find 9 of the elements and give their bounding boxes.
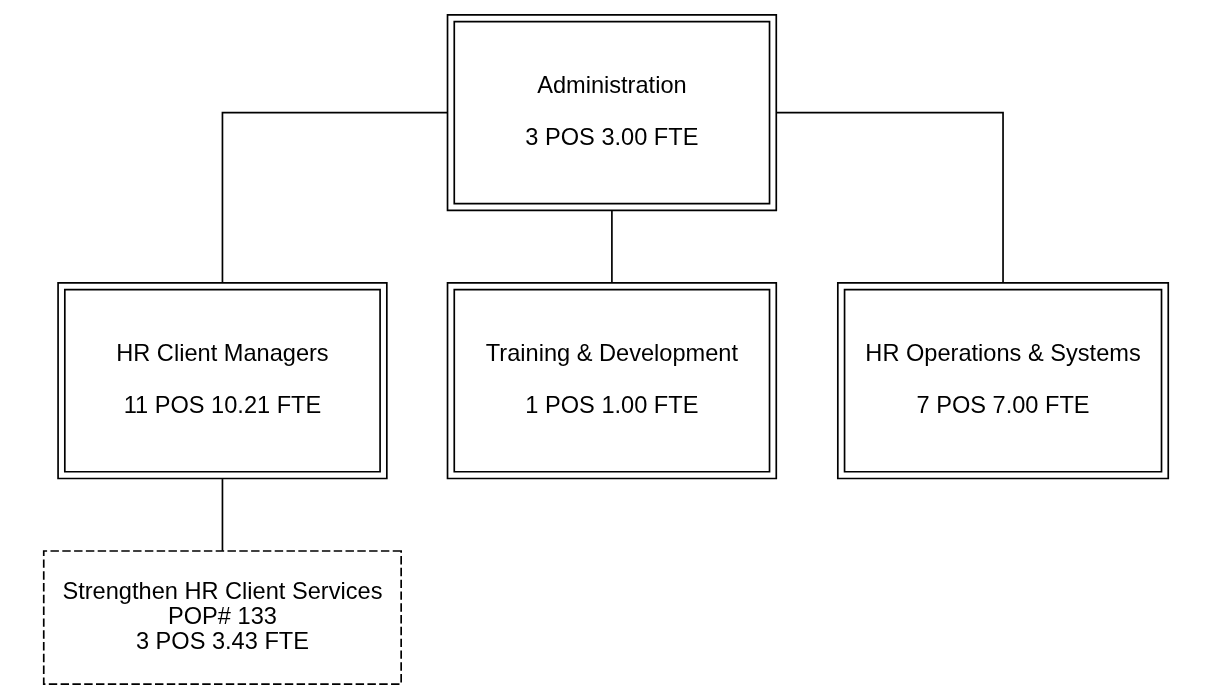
connector bbox=[775, 111, 1004, 284]
connector bbox=[221, 111, 448, 284]
node-box: Training & Development 1 POS 1.00 FTE bbox=[446, 282, 777, 480]
connector bbox=[221, 478, 223, 552]
connector bbox=[610, 210, 613, 284]
node-box: HR Operations & Systems 7 POS 7.00 FTE bbox=[836, 282, 1169, 480]
node-box: Administration 3 POS 3.00 FTE bbox=[446, 14, 777, 212]
node-box: HR Client Managers 11 POS 10.21 FTE bbox=[56, 282, 388, 480]
node-box: Strengthen HR Client Services POP# 133 3 POS 3.43 FTE bbox=[42, 550, 402, 685]
